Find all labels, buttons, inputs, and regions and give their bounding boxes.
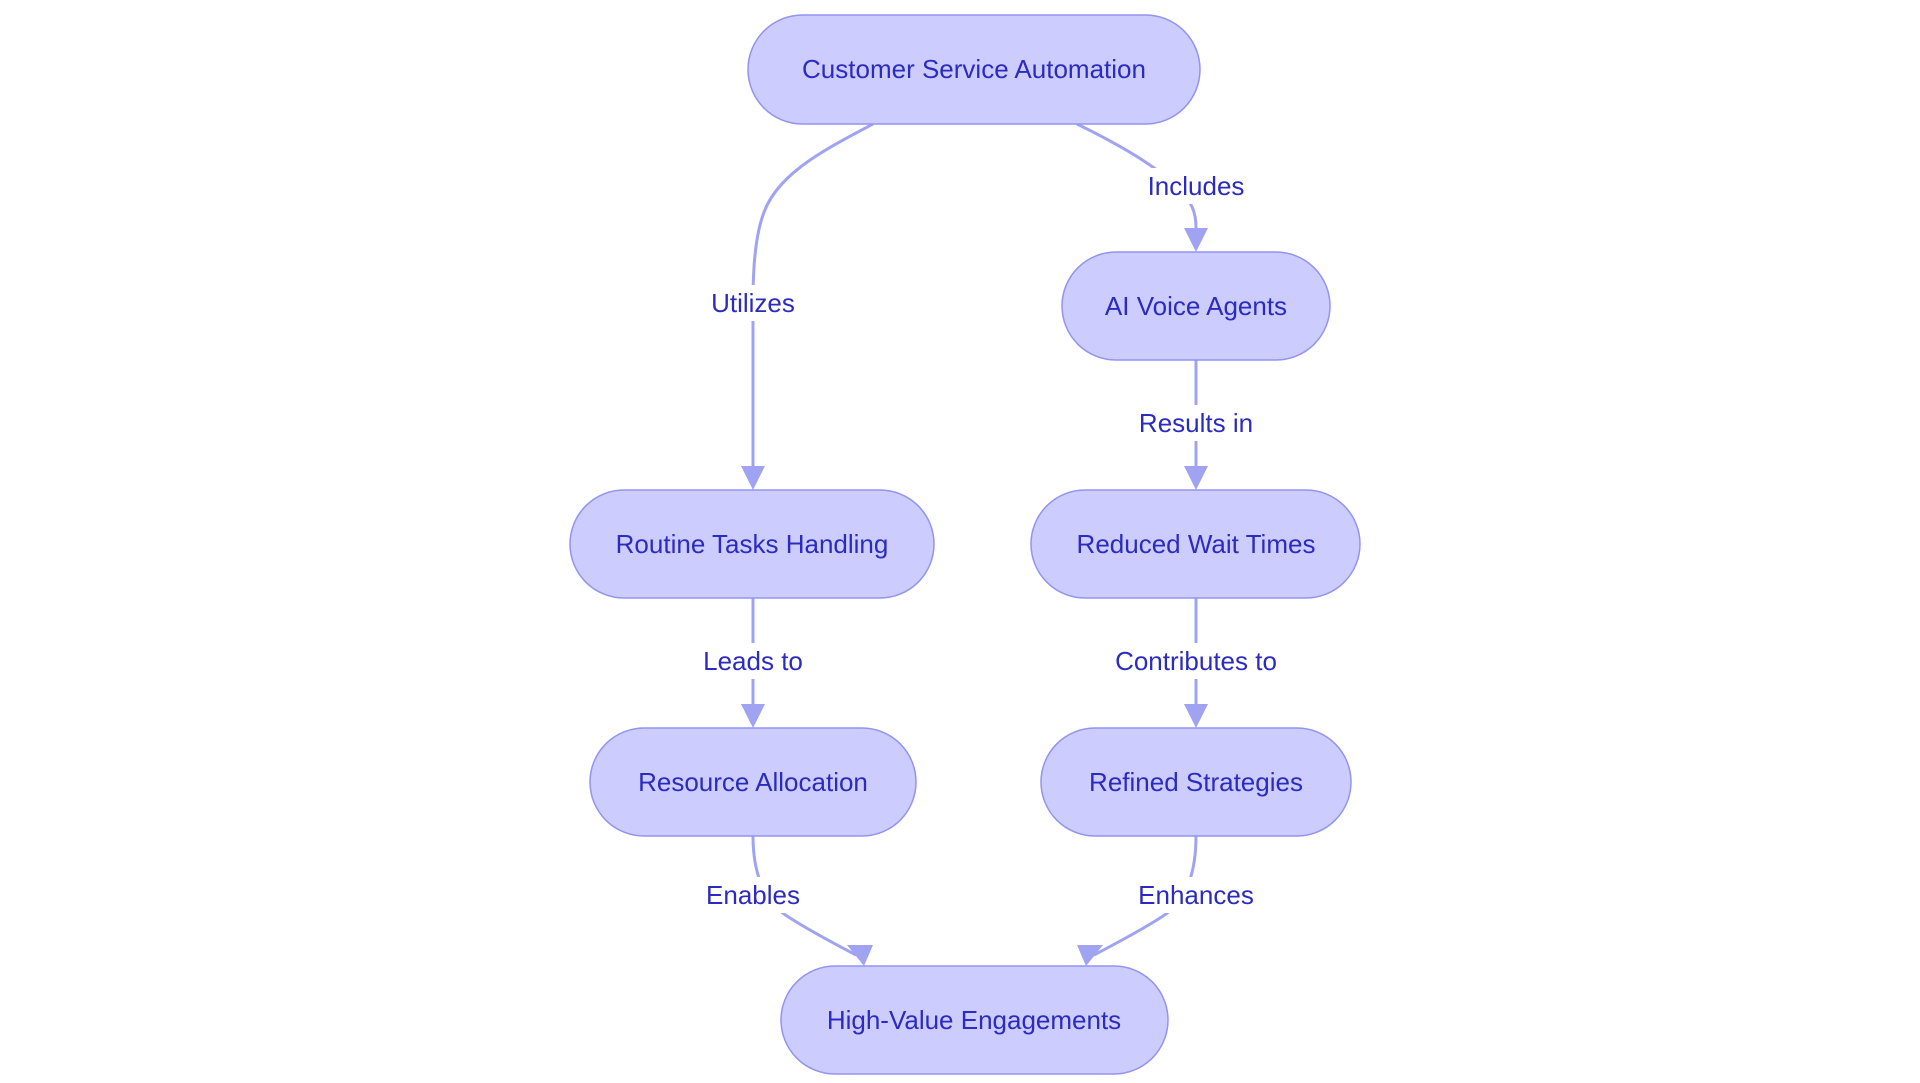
- edge-label-text-results-in: Results in: [1139, 408, 1253, 438]
- node-resource-allocation: Resource Allocation: [589, 727, 917, 837]
- edge-label-text-enables: Enables: [706, 880, 800, 910]
- node-reduced-wait-times: Reduced Wait Times: [1030, 489, 1361, 599]
- node-label-routine-tasks-handling: Routine Tasks Handling: [616, 529, 889, 559]
- edge-label-text-includes: Includes: [1148, 171, 1245, 201]
- edge-label-text-leads-to: Leads to: [703, 646, 803, 676]
- edge-label-text-utilizes: Utilizes: [711, 288, 795, 318]
- node-customer-service-automation: Customer Service Automation: [747, 14, 1201, 125]
- edge-utilizes: [741, 122, 874, 490]
- edge-label-contributes-to: Contributes to: [1101, 643, 1291, 679]
- node-ai-voice-agents: AI Voice Agents: [1061, 251, 1331, 361]
- edge-label-text-enhances: Enhances: [1138, 880, 1254, 910]
- edge-enhances: [1077, 835, 1198, 966]
- node-label-refined-strategies: Refined Strategies: [1089, 767, 1303, 797]
- node-high-value-engagements: High-Value Engagements: [780, 965, 1169, 1075]
- edge-label-utilizes: Utilizes: [703, 285, 803, 321]
- edge-enables: [751, 835, 873, 966]
- edge-label-enables: Enables: [698, 877, 808, 913]
- node-label-high-value-engagements: High-Value Engagements: [827, 1005, 1121, 1035]
- edge-label-results-in: Results in: [1131, 405, 1261, 441]
- node-label-ai-voice-agents: AI Voice Agents: [1105, 291, 1287, 321]
- node-label-reduced-wait-times: Reduced Wait Times: [1077, 529, 1316, 559]
- node-label-customer-service-automation: Customer Service Automation: [802, 54, 1146, 84]
- node-routine-tasks-handling: Routine Tasks Handling: [569, 489, 935, 599]
- edge-label-text-contributes-to: Contributes to: [1115, 646, 1277, 676]
- node-label-resource-allocation: Resource Allocation: [638, 767, 868, 797]
- edge-label-leads-to: Leads to: [693, 643, 813, 679]
- node-refined-strategies: Refined Strategies: [1040, 727, 1352, 837]
- edge-label-includes: Includes: [1141, 168, 1251, 204]
- edge-label-enhances: Enhances: [1128, 877, 1264, 913]
